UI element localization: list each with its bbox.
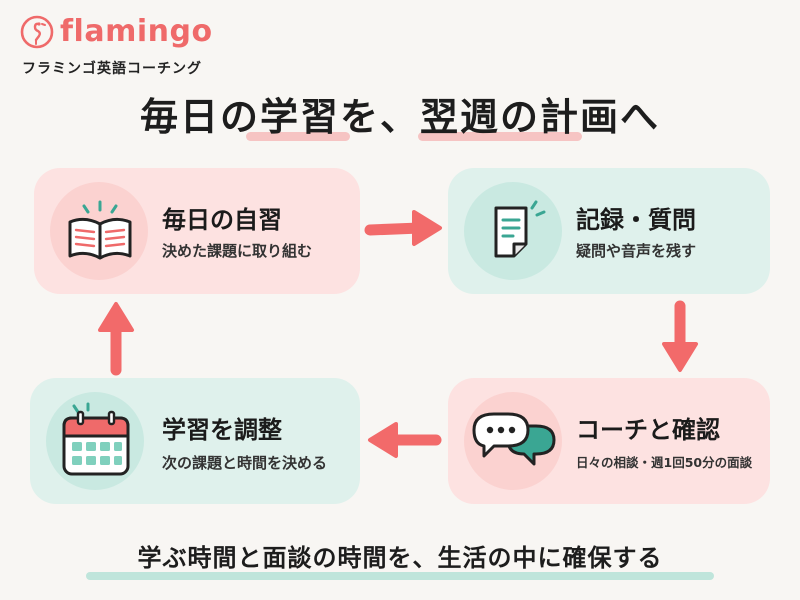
step-title: 記録・質問 xyxy=(576,206,696,234)
step-title: 学習を調整 xyxy=(162,416,282,444)
step-description: 次の課題と時間を決める xyxy=(162,454,328,472)
footer-highlight xyxy=(86,572,714,580)
arrow-right xyxy=(364,210,442,246)
brand-subtitle: フラミンゴ英語コーチング xyxy=(22,61,202,77)
step-description: 決めた課題に取り組む xyxy=(162,242,313,260)
headline: 毎日の学習を、翌週の計画へ xyxy=(139,95,660,139)
calendar-icon xyxy=(62,402,130,476)
cycle-step-coach-review: コーチと確認 日々の相談・週1回50分の面談 xyxy=(448,378,770,504)
step-description: 日々の相談・週1回50分の面談 xyxy=(576,455,753,470)
chat-bubbles-icon xyxy=(472,412,556,466)
cycle-step-self-study: 毎日の自習 決めた課題に取り組む xyxy=(34,168,360,294)
step-title: 毎日の自習 xyxy=(162,206,282,234)
cycle-step-adjust-plan: 学習を調整 次の課題と時間を決める xyxy=(30,378,360,504)
arrow-left xyxy=(368,422,442,458)
footer-message: 学ぶ時間と面談の時間を、生活の中に確保する xyxy=(137,544,663,572)
step-title: コーチと確認 xyxy=(576,416,720,444)
arrow-up xyxy=(98,302,134,376)
document-icon xyxy=(494,200,546,258)
flamingo-logo-icon xyxy=(20,15,54,48)
arrow-down xyxy=(662,300,698,372)
cycle-step-record-question: 記録・質問 疑問や音声を残す xyxy=(448,168,770,294)
brand-name: flamingo xyxy=(60,14,213,49)
headline-highlight-right xyxy=(418,132,582,141)
step-description: 疑問や音声を残す xyxy=(576,242,697,260)
open-book-icon xyxy=(68,200,132,260)
headline-highlight-left xyxy=(246,132,350,141)
brand-logo: flamingo xyxy=(20,14,213,49)
